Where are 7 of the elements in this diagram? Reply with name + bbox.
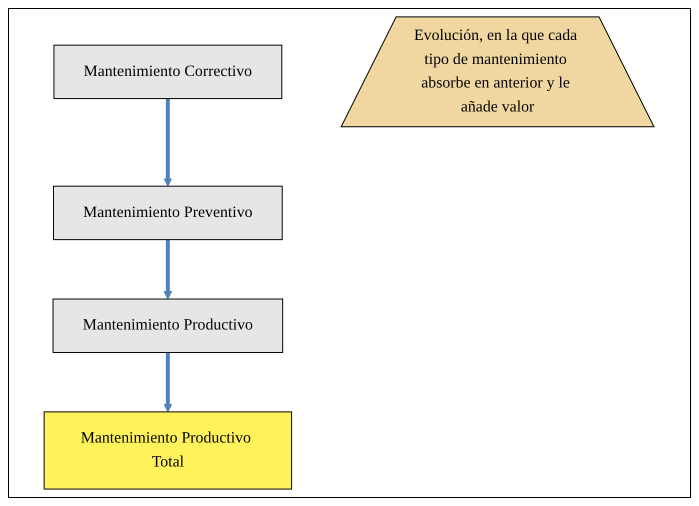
node-box: Mantenimiento Productivo	[53, 298, 284, 353]
arrow	[164, 98, 173, 187]
arrow	[164, 240, 173, 300]
arrow	[164, 352, 173, 412]
node-box: Mantenimiento Preventivo	[53, 186, 284, 240]
node-box: Mantenimiento Correctivo	[54, 44, 283, 100]
node-box: Mantenimiento Productivo Total	[44, 411, 293, 490]
